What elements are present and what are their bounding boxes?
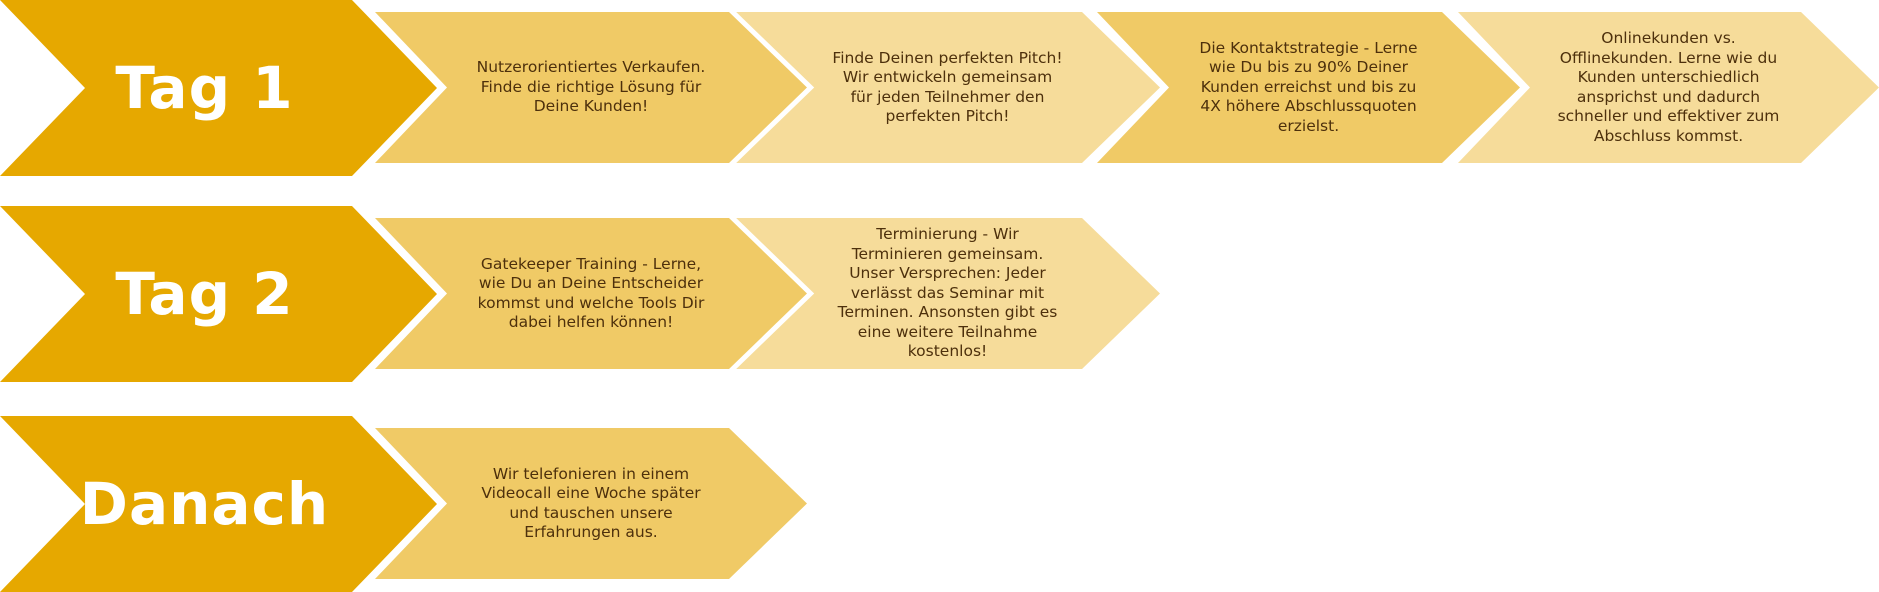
day-header-label: Tag 2 (115, 260, 294, 328)
step-description: Terminierung - Wir Terminieren gemeinsam… (837, 225, 1058, 361)
step-chevron-shape (363, 213, 815, 374)
step-chevron-shape (363, 6, 815, 168)
step-description: Onlinekunden vs. Offlinekunden. Lerne wi… (1557, 29, 1780, 145)
step-chevron: Terminierung - Wir Terminieren gemeinsam… (735, 218, 1160, 369)
step-chevron-fill (363, 6, 815, 168)
step-chevron: Nutzerorientiertes Verkaufen. Finde die … (363, 6, 815, 168)
step-chevron-fill (735, 218, 1160, 369)
day-header-chevron: Tag 2 (0, 201, 444, 387)
day-header-label: Tag 1 (115, 54, 294, 122)
step-chevron-fill (1458, 12, 1879, 163)
step-description: Finde Deinen perfekten Pitch! Wir entwic… (832, 48, 1063, 126)
step-description: Nutzerorientiertes Verkaufen. Finde die … (476, 58, 706, 116)
day-header-chevron: Tag 1 (0, 0, 444, 181)
step-chevron: Wir telefonieren in einem Videocall eine… (375, 428, 807, 579)
day-header-chevron-fill (0, 411, 444, 592)
step-chevron: Die Kontaktstrategie - Lerne wie Du bis … (1085, 6, 1528, 168)
step-chevron: Finde Deinen perfekten Pitch! Wir entwic… (723, 6, 1168, 168)
day-header-chevron-fill (0, 0, 444, 181)
step-chevron-fill (1085, 6, 1528, 168)
step-chevron-shape (1085, 6, 1528, 168)
step-chevron-shape (735, 218, 1160, 369)
step-description: Die Kontaktstrategie - Lerne wie Du bis … (1199, 38, 1418, 135)
day-header-chevron-shape (0, 201, 444, 387)
day-header-chevron-shape (0, 411, 444, 592)
step-chevron-shape (1458, 12, 1879, 163)
step-chevron-fill (363, 213, 815, 374)
step-description: Gatekeeper Training - Lerne, wie Du an D… (477, 254, 705, 332)
step-chevron-fill (375, 428, 807, 579)
day-header-chevron: Danach (0, 411, 444, 592)
step-chevron-shape (375, 428, 807, 579)
step-chevron: Gatekeeper Training - Lerne, wie Du an D… (363, 213, 815, 374)
step-chevron: Onlinekunden vs. Offlinekunden. Lerne wi… (1458, 12, 1879, 163)
step-description: Wir telefonieren in einem Videocall eine… (481, 464, 701, 542)
day-header-chevron-shape (0, 0, 444, 181)
day-header-label: Danach (79, 470, 330, 538)
day-header-chevron-fill (0, 201, 444, 387)
